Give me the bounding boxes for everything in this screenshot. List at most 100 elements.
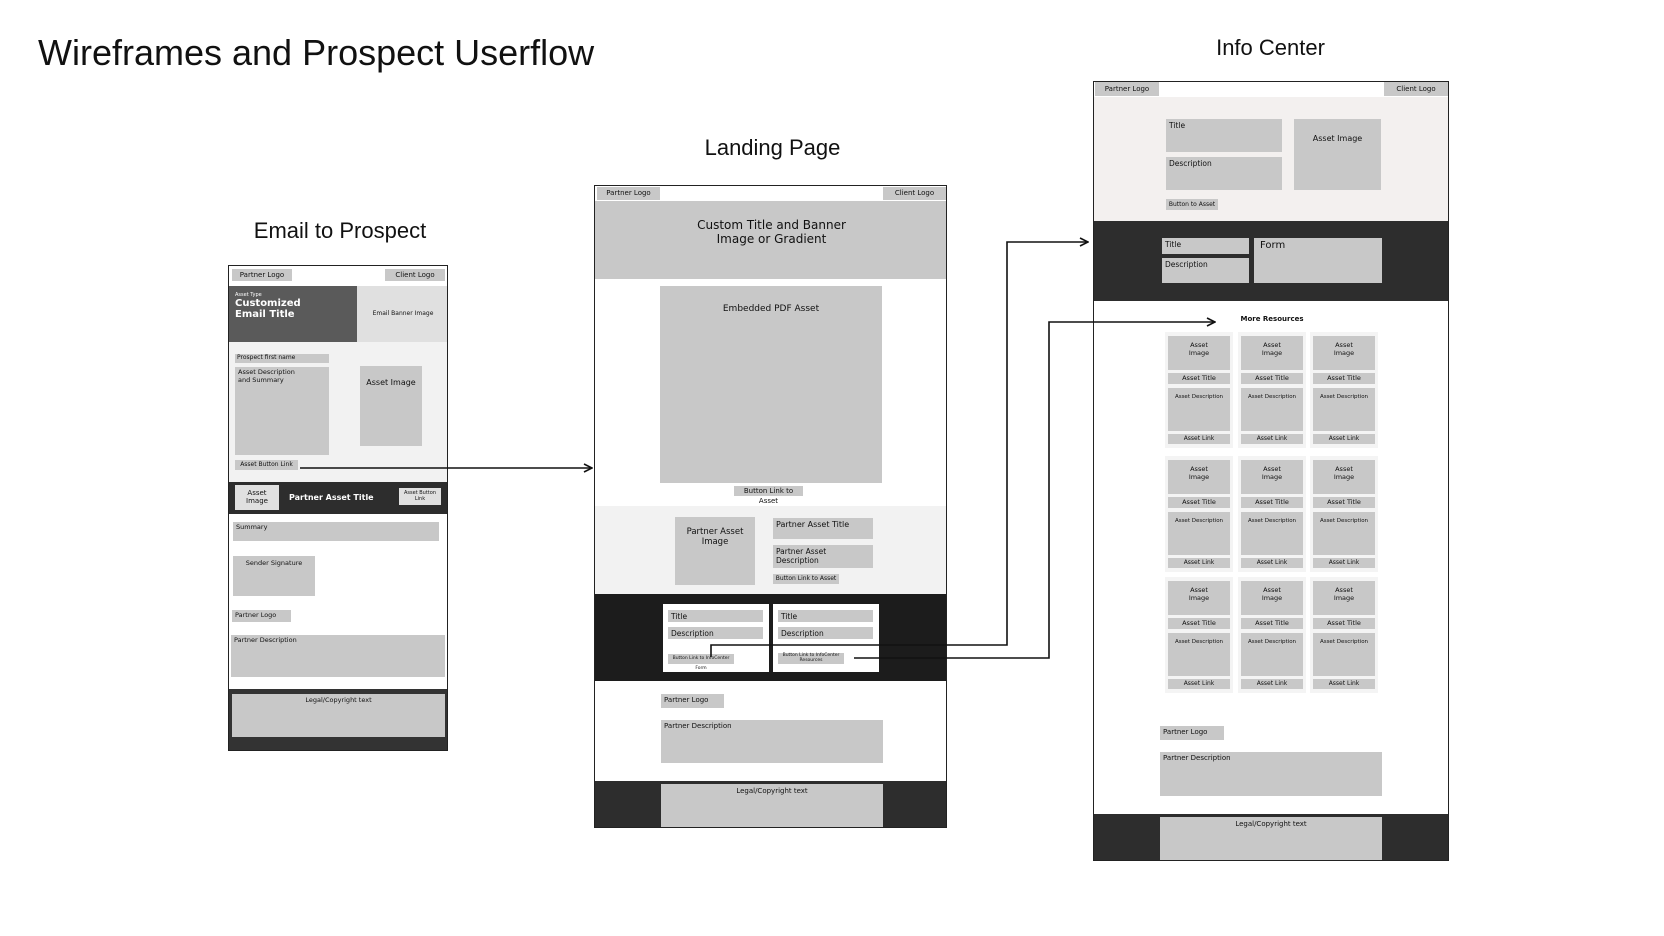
resource-asset-title: Asset Title	[1313, 618, 1375, 629]
resource-asset-image-line2: Image	[1261, 593, 1283, 602]
email-partner-asset-image: Asset Image	[235, 485, 279, 510]
info-form[interactable]: Form	[1254, 238, 1382, 283]
info-footer-partner-logo: Partner Logo	[1160, 726, 1224, 740]
resource-asset-image-line2: Image	[1333, 593, 1355, 602]
landing-card2-title: Title	[778, 610, 873, 622]
landing-button-link-to-asset-2[interactable]: Button Link to Asset	[773, 574, 839, 584]
landing-wireframe: Partner Logo Client Logo Custom Title an…	[594, 185, 947, 828]
resource-asset-link[interactable]: Asset Link	[1313, 679, 1375, 689]
landing-partner-description: Partner Description	[661, 720, 883, 763]
resource-asset-image-line1: Asset	[1263, 341, 1281, 349]
info-client-logo: Client Logo	[1384, 82, 1448, 96]
resource-asset-image-line2: Image	[1333, 472, 1355, 481]
email-partner-asset-image-line2: Image	[246, 497, 268, 506]
email-asset-button-link[interactable]: Asset Button Link	[235, 460, 298, 470]
resource-asset-description: Asset Description	[1168, 633, 1230, 676]
landing-partner-asset-description: Partner Asset Description	[773, 545, 873, 568]
email-asset-button-line1: Asset Button	[403, 490, 436, 496]
resource-asset-description: Asset Description	[1313, 512, 1375, 555]
resource-asset-title: Asset Title	[1313, 373, 1375, 384]
info-description: Description	[1166, 157, 1282, 190]
email-prospect-first-name: Prospect first name	[235, 354, 329, 363]
resource-asset-link[interactable]: Asset Link	[1313, 434, 1375, 444]
landing-banner-line1: Custom Title and Banner	[697, 218, 846, 232]
resource-asset-link[interactable]: Asset Link	[1168, 679, 1230, 689]
email-partner-logo: Partner Logo	[232, 269, 292, 281]
info-form-title: Title	[1162, 238, 1249, 254]
resource-asset-title: Asset Title	[1313, 497, 1375, 508]
resource-asset-description: Asset Description	[1168, 512, 1230, 555]
info-legal: Legal/Copyright text	[1160, 817, 1382, 860]
resource-asset-image-line2: Image	[1188, 348, 1210, 357]
email-partner-asset-image-line1: Asset	[247, 489, 267, 497]
email-asset-type: Asset Type	[235, 292, 262, 298]
info-partner-description: Partner Description	[1160, 752, 1382, 796]
email-summary: Summary	[233, 522, 439, 541]
info-wireframe: Partner Logo Client Logo Title Descripti…	[1093, 81, 1449, 861]
resource-asset-image-line1: Asset	[1335, 465, 1353, 473]
resource-asset-description: Asset Description	[1241, 633, 1303, 676]
email-asset-description: Asset Description and Summary	[235, 367, 329, 455]
resource-asset-image-line1: Asset	[1335, 341, 1353, 349]
landing-footer-partner-logo: Partner Logo	[661, 694, 724, 708]
landing-card1-button[interactable]: Button Link to InfoCenter Form	[668, 654, 734, 671]
resource-asset-image-line1: Asset	[1263, 465, 1281, 473]
landing-card2-button[interactable]: Button Link to InfoCenter Resources	[778, 653, 844, 664]
resource-asset-image-line2: Image	[1261, 472, 1283, 481]
email-wireframe: Partner Logo Client Logo Asset Type Cust…	[228, 265, 448, 751]
email-asset-image: Asset Image	[360, 366, 422, 446]
email-client-logo: Client Logo	[385, 269, 445, 281]
resource-asset-image-line2: Image	[1333, 348, 1355, 357]
landing-button-link-to-asset[interactable]: Button Link to Asset	[734, 486, 803, 505]
info-form-description: Description	[1162, 258, 1249, 283]
landing-banner: Custom Title and Banner Image or Gradien…	[595, 201, 946, 279]
info-title: Title	[1166, 119, 1282, 152]
landing-banner-line2: Image or Gradient	[716, 231, 827, 246]
email-asset-description-line2: and Summary	[238, 375, 284, 384]
landing-partner-logo: Partner Logo	[597, 187, 660, 200]
resource-asset-link[interactable]: Asset Link	[1241, 679, 1303, 689]
resource-asset-link[interactable]: Asset Link	[1241, 558, 1303, 568]
resource-asset-link[interactable]: Asset Link	[1313, 558, 1375, 568]
resource-asset-link[interactable]: Asset Link	[1168, 558, 1230, 568]
info-more-resources: More Resources	[1240, 315, 1304, 323]
resource-asset-image-line2: Image	[1261, 348, 1283, 357]
resource-asset-title: Asset Title	[1241, 373, 1303, 384]
resource-asset-link[interactable]: Asset Link	[1241, 434, 1303, 444]
resource-asset-description: Asset Description	[1241, 512, 1303, 555]
info-heading: Info Center	[1216, 35, 1325, 60]
resource-asset-link[interactable]: Asset Link	[1168, 434, 1230, 444]
email-asset-description-line1: Asset Description	[238, 368, 295, 376]
info-button-to-asset[interactable]: Button to Asset	[1166, 199, 1218, 210]
email-asset-button[interactable]: Asset Button Link	[399, 488, 441, 505]
page-title: Wireframes and Prospect Userflow	[38, 32, 595, 73]
resource-asset-description: Asset Description	[1241, 388, 1303, 431]
resource-asset-description: Asset Description	[1168, 388, 1230, 431]
email-sender-signature: Sender Signature	[233, 556, 315, 596]
landing-heading: Landing Page	[704, 135, 841, 160]
info-asset-image: Asset Image	[1294, 119, 1381, 190]
landing-partner-asset-section	[595, 506, 946, 594]
landing-partner-asset-title: Partner Asset Title	[773, 518, 873, 539]
landing-legal: Legal/Copyright text	[661, 784, 883, 827]
email-title-line1: Customized	[235, 298, 301, 309]
landing-embedded-pdf: Embedded PDF Asset	[660, 286, 882, 483]
email-footer-partner-logo: Partner Logo	[232, 610, 291, 622]
